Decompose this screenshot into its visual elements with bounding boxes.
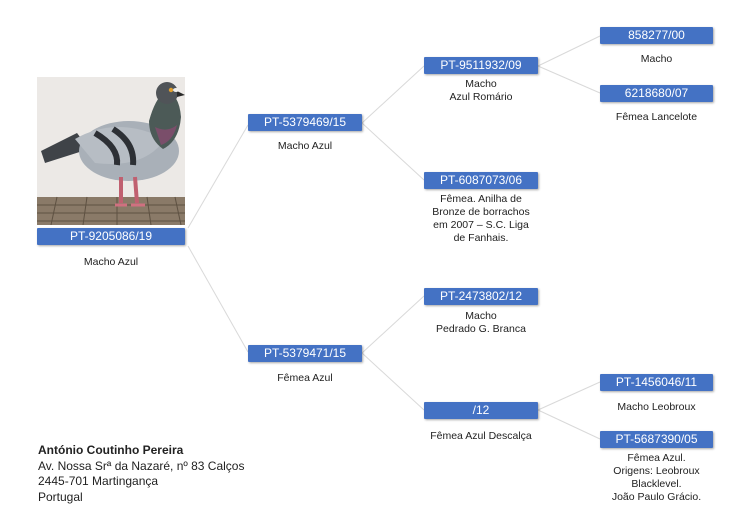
connector-subject-dam: [187, 245, 249, 353]
connector-ss-sss: [537, 35, 601, 67]
owner-info: António Coutinho Pereira Av. Nossa Srª d…: [38, 443, 244, 505]
ddd-desc: Fêmea Azul. Origens: Leobroux Blacklevel…: [611, 452, 702, 503]
subject-ring: PT-9205086/19: [37, 228, 185, 245]
connector-subject-sire: [187, 124, 249, 229]
sire-sire-desc: Macho Azul Romário: [449, 78, 513, 103]
sire-dam-ring: PT-6087073/06: [424, 172, 538, 189]
sire-desc: Macho Azul: [277, 140, 333, 152]
owner-country: Portugal: [38, 489, 83, 504]
dam-desc: Fêmea Azul: [277, 372, 333, 384]
connector-ss-ssd: [537, 65, 601, 94]
sire-sire-ring: PT-9511932/09: [424, 57, 538, 74]
connector-dd-dds: [537, 381, 601, 411]
ssd-desc: Fêmea Lancelote: [615, 111, 698, 123]
ddd-ring: PT-5687390/05: [600, 431, 713, 448]
dam-dam-ring: /12: [424, 402, 538, 419]
sire-dam-desc: Fêmea. Anilha de Bronze de borrachos em …: [432, 193, 530, 244]
owner-name: António Coutinho Pereira: [38, 443, 184, 457]
owner-address-line-1: Av. Nossa Srª da Nazaré, nº 83 Calços: [38, 458, 245, 473]
owner-address-line-2: 2445-701 Martingança: [38, 474, 159, 488]
dam-dam-desc: Fêmea Azul Descalça: [430, 430, 532, 442]
connector-sire-ss: [361, 65, 425, 124]
dam-sire-desc: Macho Pedrado G. Branca: [436, 310, 526, 335]
connector-dam-dd: [361, 352, 425, 411]
dds-desc: Macho Leobroux: [617, 401, 696, 413]
pigeon-photo: [37, 77, 185, 225]
connector-dd-ddd: [537, 409, 601, 440]
dam-sire-ring: PT-2473802/12: [424, 288, 538, 305]
connector-sire-sd: [361, 122, 425, 181]
connector-dam-ds: [361, 295, 425, 354]
subject-desc: Macho Azul: [83, 256, 139, 268]
sss-ring: 858277/00: [600, 27, 713, 44]
dam-ring: PT-5379471/15: [248, 345, 362, 362]
sire-ring: PT-5379469/15: [248, 114, 362, 131]
sss-desc: Macho: [640, 53, 673, 65]
dds-ring: PT-1456046/11: [600, 374, 713, 391]
ssd-ring: 6218680/07: [600, 85, 713, 102]
